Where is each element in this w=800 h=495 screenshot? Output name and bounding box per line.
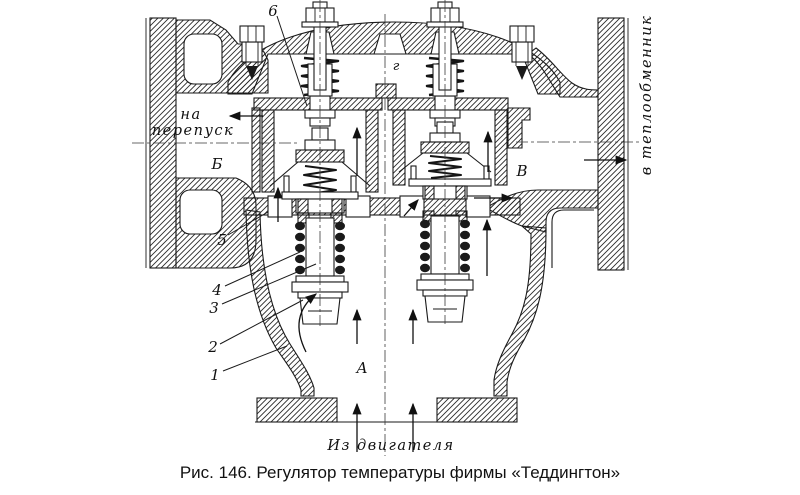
part-number-2: 2 — [207, 338, 218, 356]
right-inner-spring — [427, 154, 463, 180]
cover-screws — [239, 25, 535, 80]
right-flange — [597, 17, 625, 271]
bowl-left-wall — [245, 209, 315, 397]
zone-label-g: г — [393, 59, 400, 74]
bypass-label-line1: на — [180, 107, 201, 123]
part-number-6: 6 — [268, 2, 278, 20]
diagram-labels: 6 5 4 3 2 1 Б В А г на перепуск в теплоо… — [152, 2, 655, 482]
figure-caption: Рис. 146. Регулятор температуры фирмы «Т… — [180, 463, 620, 482]
upper-right-neck — [527, 47, 599, 98]
flow-arrows — [228, 111, 628, 452]
heat-exchanger-label: в теплообменник — [639, 15, 655, 175]
zone-label-a: А — [355, 359, 367, 377]
part-number-5: 5 — [217, 231, 227, 249]
right-cover-screw — [509, 25, 535, 43]
zone-label-b: Б — [210, 155, 222, 173]
inlet-flange-left-foot — [256, 397, 338, 423]
center-bridge — [375, 83, 397, 99]
part-number-3: 3 — [209, 299, 219, 317]
part-number-4: 4 — [211, 281, 222, 299]
zone-label-v: В — [515, 162, 527, 180]
part-number-1: 1 — [210, 366, 220, 384]
centerlines — [132, 0, 642, 456]
from-engine-label: Из двигателя — [326, 438, 454, 454]
bypass-label-line2: перепуск — [152, 123, 234, 139]
inlet-flange-right-foot — [436, 397, 518, 423]
curved-flow-arrow — [298, 293, 318, 353]
left-cover-screw — [239, 25, 265, 43]
cover-pockets — [305, 31, 460, 55]
bowl-right-wall — [493, 225, 547, 397]
part-leader-lines — [219, 15, 317, 372]
